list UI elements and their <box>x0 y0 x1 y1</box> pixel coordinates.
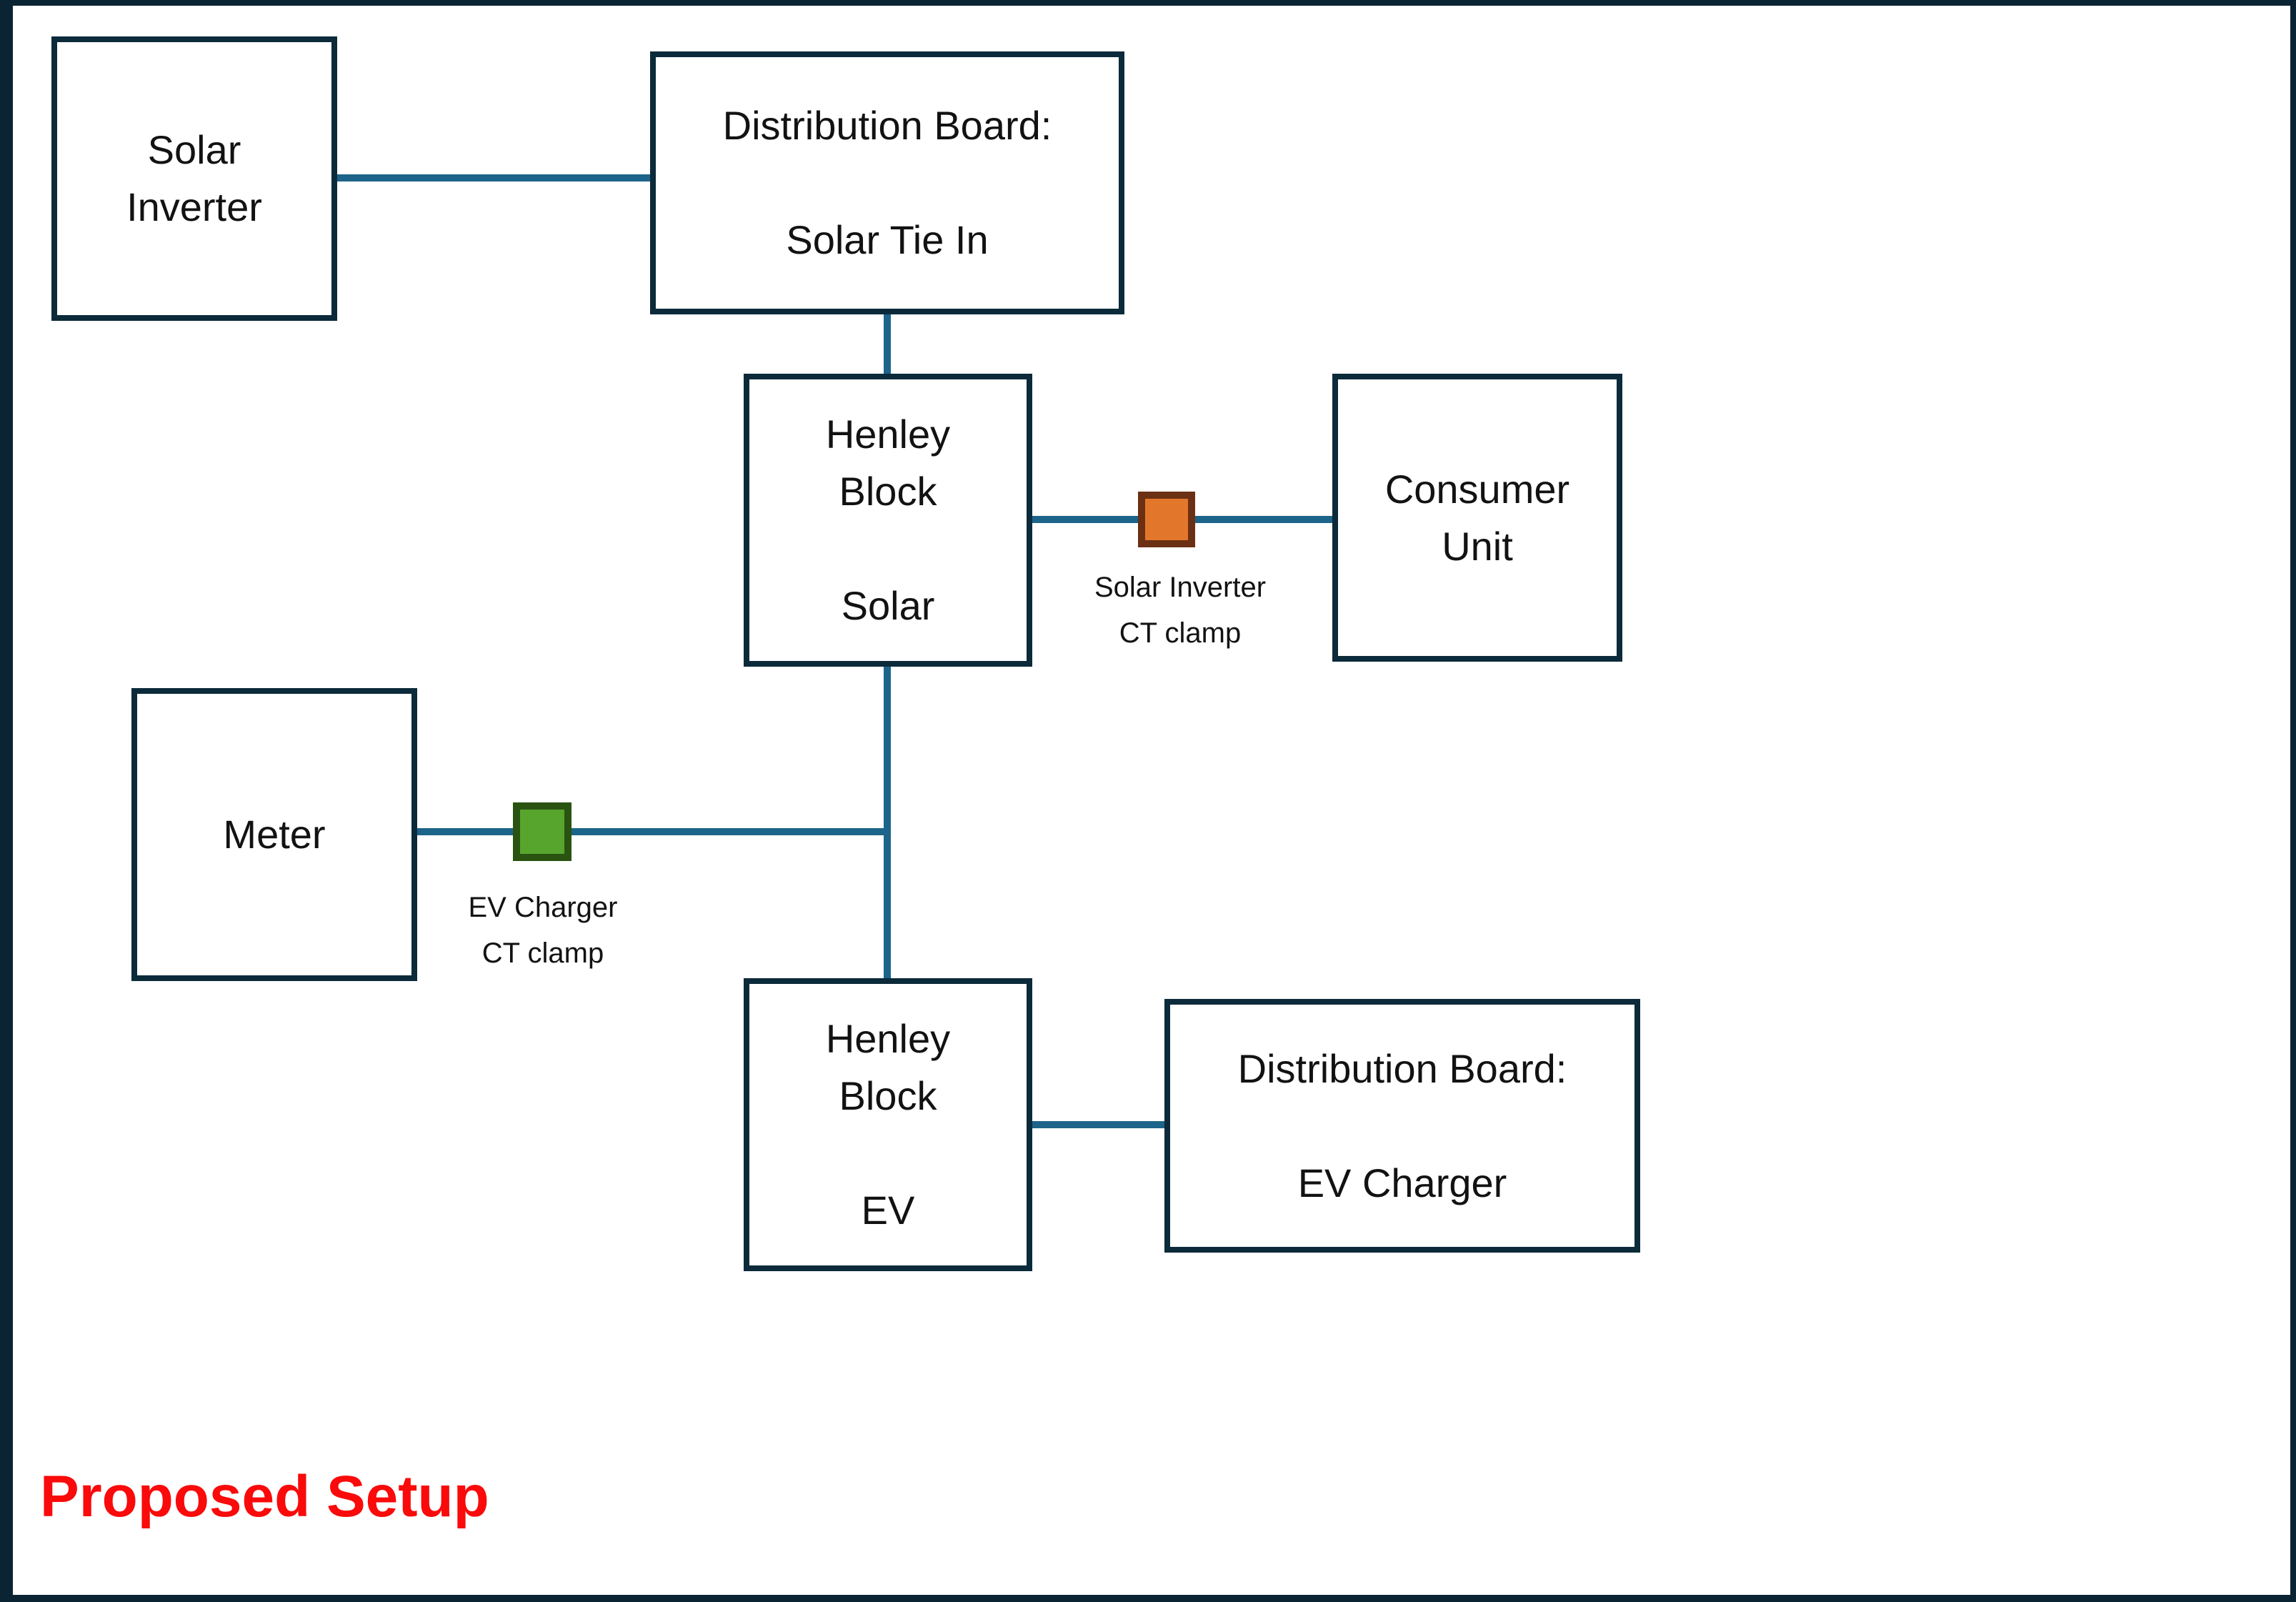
diagram-title: Proposed Setup <box>40 1464 489 1529</box>
ev-charger-ct-clamp-marker <box>513 802 571 861</box>
distribution-board-solar-tie-in-box: Distribution Board: Solar Tie In <box>650 51 1124 314</box>
connector-solar-inverter-to-distribution-board <box>337 174 650 181</box>
ev-charger-ct-clamp-label: EV Charger CT clamp <box>468 892 618 969</box>
consumer-unit-box: Consumer Unit <box>1332 374 1622 662</box>
connector-distribution-board-to-henley-solar <box>884 314 891 374</box>
connector-henley-ev-to-distribution-board-ev <box>1032 1121 1164 1128</box>
connector-meter-to-trunk <box>417 828 891 835</box>
distribution-board-ev-charger-box: Distribution Board: EV Charger <box>1164 999 1640 1253</box>
solar-inverter-ct-clamp-marker <box>1138 492 1195 547</box>
solar-inverter-ct-clamp-label: Solar Inverter CT clamp <box>1094 572 1267 649</box>
connector-henley-solar-to-henley-ev <box>884 667 891 978</box>
meter-box: Meter <box>131 688 417 981</box>
henley-block-ev-box: Henley Block EV <box>744 978 1032 1271</box>
henley-block-solar-box: Henley Block Solar <box>744 374 1032 667</box>
solar-inverter-box: Solar Inverter <box>51 36 337 321</box>
